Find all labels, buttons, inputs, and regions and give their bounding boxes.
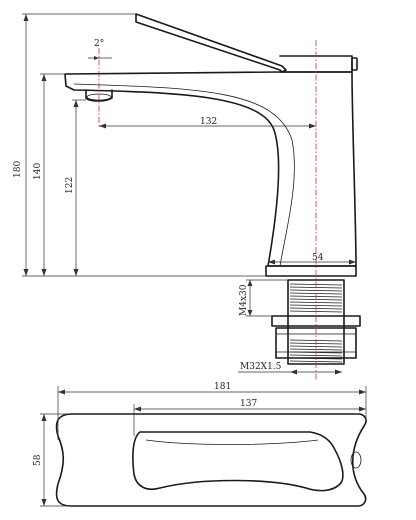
thread-line: [289, 360, 343, 363]
top-view-body: [55, 413, 367, 507]
dim-spout-reach: 132: [200, 117, 217, 127]
top-dimensions: 181 137 58: [33, 382, 367, 507]
dim-top-width: 58: [33, 454, 43, 466]
thread-line: [289, 310, 343, 313]
handle-lever: [135, 13, 287, 73]
dim-spout-height-top: 140: [33, 163, 43, 180]
dim-spout-height-outlet: 122: [65, 177, 75, 194]
dim-handle-length: 137: [240, 399, 257, 409]
top-view-handle-inner: [145, 439, 319, 445]
dim-total-length: 181: [214, 382, 231, 392]
faucet-base: [265, 265, 357, 277]
dim-base-diameter: 54: [312, 253, 324, 263]
spout-body: [64, 71, 357, 267]
top-view-aerator: [350, 451, 362, 469]
aerator: [85, 89, 113, 102]
dim-tilt-angle: 2°: [94, 39, 104, 49]
top-view-handle: [132, 431, 344, 492]
top-view: [55, 413, 367, 507]
dim-thread-spec: M32X1.5: [240, 362, 282, 372]
thread-line: [289, 345, 343, 348]
side-dimensions: 2° 132 180 140 122 54: [13, 13, 356, 375]
side-view: [64, 13, 361, 380]
spout-inner-line: [73, 83, 295, 267]
thread-line: [289, 348, 343, 351]
thread-line: [289, 298, 343, 301]
handle-cap-end: [351, 57, 358, 71]
dim-thread-length: M4x30: [239, 284, 249, 316]
dim-total-height: 180: [13, 161, 23, 178]
